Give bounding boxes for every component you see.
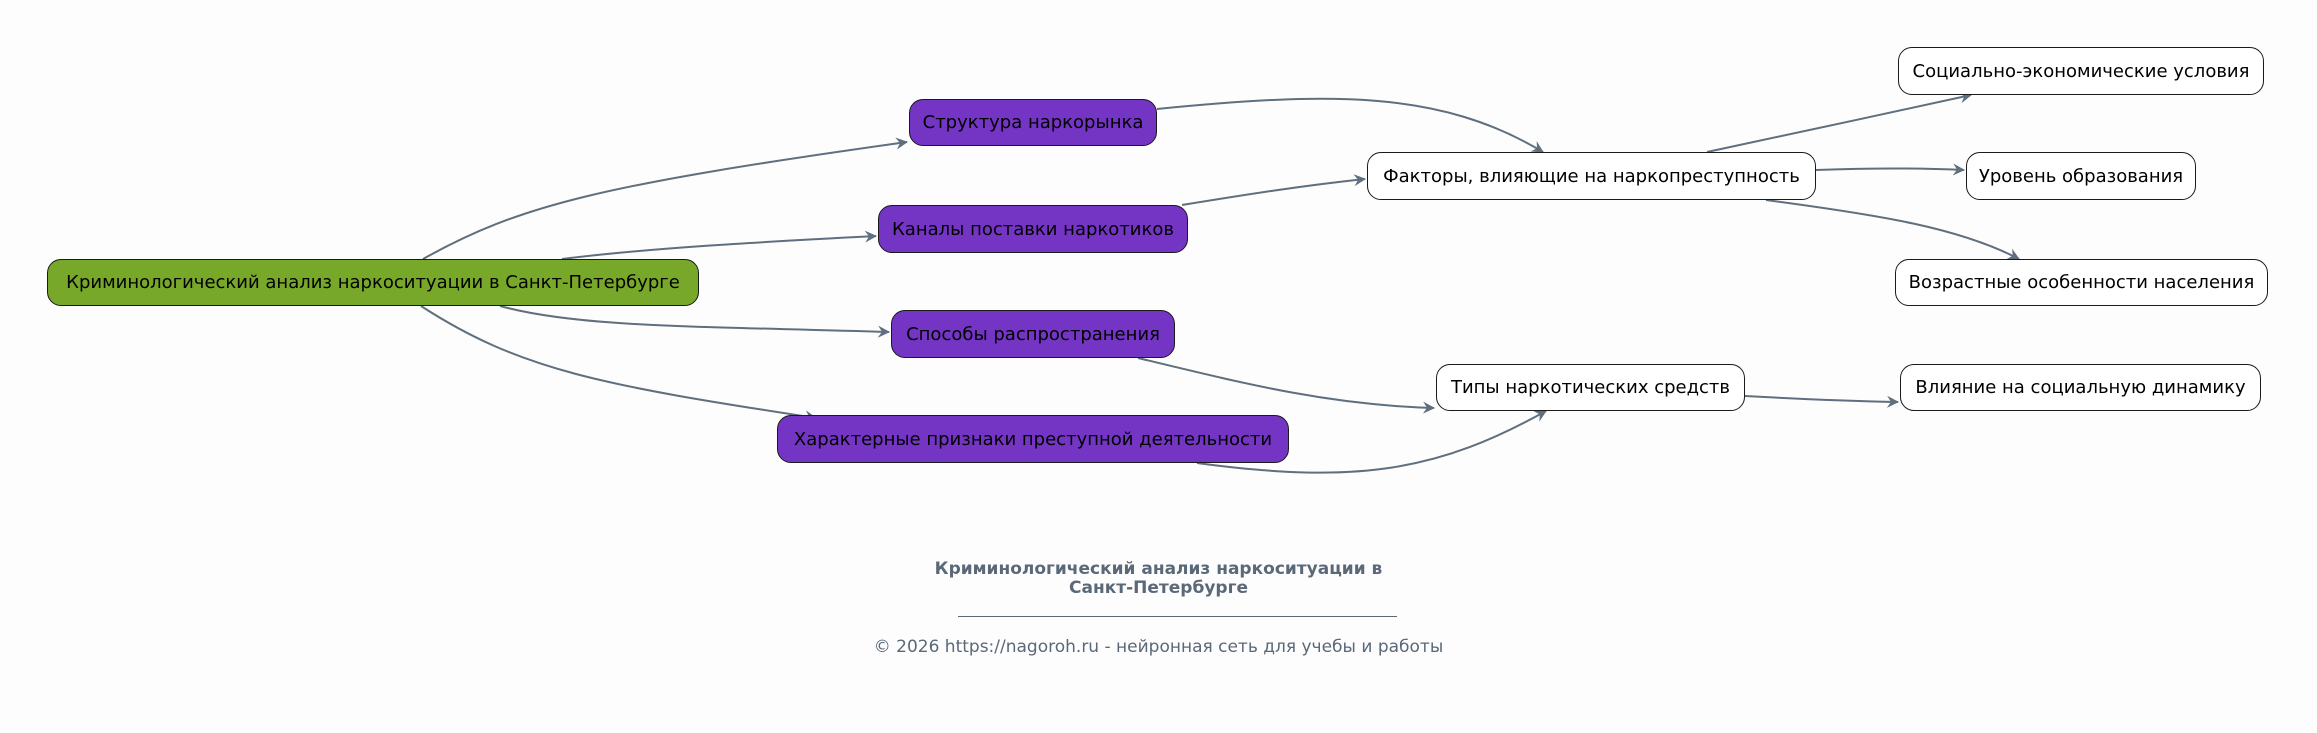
- edge-root-to-methods: [499, 305, 890, 338]
- node-channels[interactable]: Каналы поставки наркотиков: [878, 205, 1188, 253]
- node-label: Факторы, влияющие на наркопреступность: [1383, 165, 1800, 187]
- edge-signs-to-types: [1196, 410, 1547, 474]
- node-label: Структура наркорынка: [922, 112, 1144, 133]
- edge-channels-to-factors: [1181, 174, 1366, 206]
- node-label: Способы распространения: [906, 323, 1160, 345]
- footer-title-line1: Криминологический анализ наркоситуации в: [934, 559, 1383, 579]
- edge-factors-to-education: [1815, 163, 1965, 176]
- edge-root-to-signs: [420, 305, 817, 423]
- footer-title: Криминологический анализ наркоситуации в…: [0, 560, 2317, 598]
- node-social-dynamics[interactable]: Влияние на социальную динамику: [1900, 364, 2261, 411]
- node-label: Возрастные особенности населения: [1908, 272, 2255, 293]
- node-types[interactable]: Типы наркотических средств: [1436, 364, 1745, 411]
- edge-methods-to-types: [1137, 357, 1435, 414]
- node-label: Криминологический анализ наркоситуации в…: [66, 272, 680, 293]
- edge-root-to-structure: [422, 137, 908, 260]
- node-methods[interactable]: Способы распространения: [891, 310, 1175, 358]
- node-signs[interactable]: Характерные признаки преступной деятельн…: [777, 415, 1289, 463]
- node-factors[interactable]: Факторы, влияющие на наркопреступность: [1367, 152, 1816, 200]
- edge-factors-to-socioeconomic: [1706, 91, 1972, 153]
- node-root[interactable]: Криминологический анализ наркоситуации в…: [47, 259, 699, 306]
- node-label: Социально-экономические условия: [1912, 60, 2250, 82]
- edge-root-to-channels: [561, 230, 877, 260]
- node-socioeconomic[interactable]: Социально-экономические условия: [1898, 47, 2264, 95]
- node-label: Типы наркотических средств: [1450, 377, 1731, 398]
- node-label: Характерные признаки преступной деятельн…: [793, 428, 1273, 450]
- edge-structure-to-factors: [1156, 97, 1544, 153]
- node-label: Уровень образования: [1978, 165, 2184, 187]
- edge-types-to-social_dynamics: [1744, 395, 1899, 408]
- node-label: Влияние на социальную динамику: [1915, 377, 2246, 398]
- footer-title-line2: Санкт-Петербурге: [1069, 578, 1248, 598]
- node-age[interactable]: Возрастные особенности населения: [1895, 259, 2268, 306]
- node-label: Каналы поставки наркотиков: [892, 218, 1174, 240]
- footer-divider: [958, 616, 1397, 617]
- node-education[interactable]: Уровень образования: [1966, 152, 2196, 200]
- node-structure[interactable]: Структура наркорынка: [909, 99, 1157, 146]
- footer-copyright: © 2026 https://nagoroh.ru - нейронная се…: [873, 637, 1444, 657]
- edge-factors-to-age: [1765, 199, 2020, 260]
